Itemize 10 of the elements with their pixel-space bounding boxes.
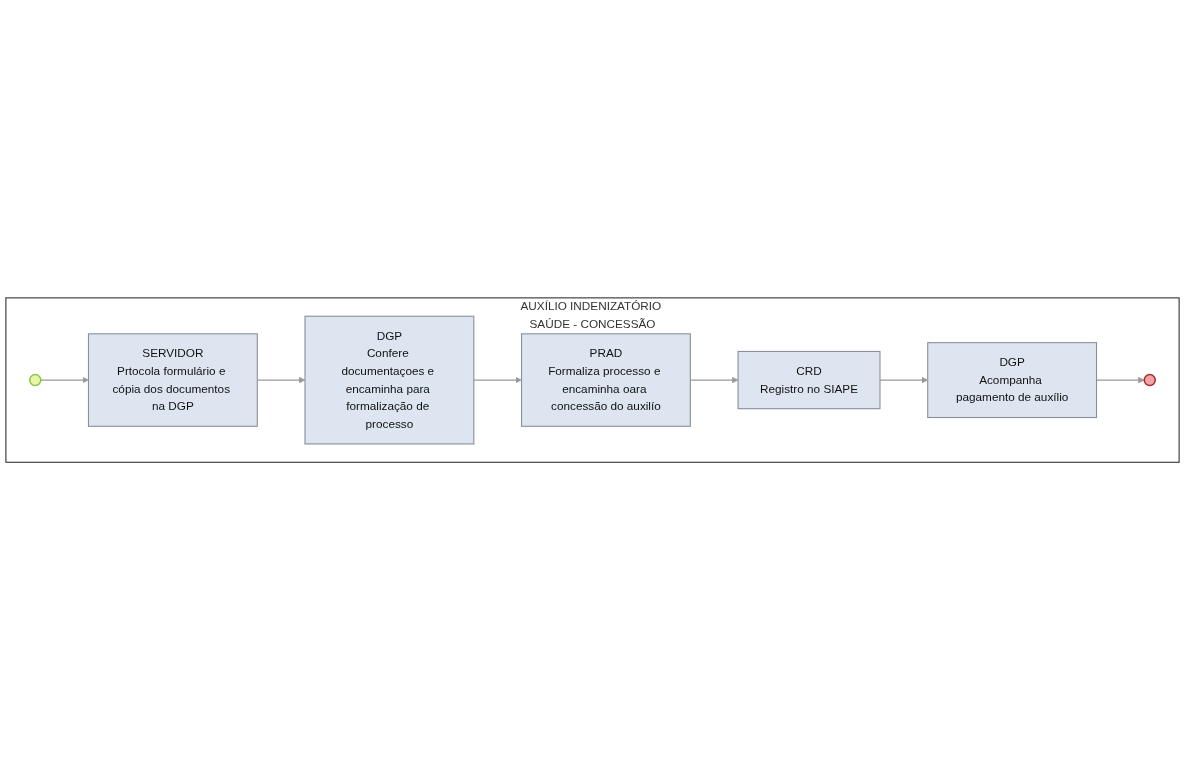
node-circle bbox=[29, 373, 42, 387]
node-box: DGP Confere documentaçoes e encaminha para formalização de processo bbox=[304, 315, 475, 445]
arrow bbox=[1096, 376, 1145, 384]
node-circle bbox=[1143, 373, 1156, 387]
node-box: DGP Acompanha pagamento de auxílio bbox=[927, 342, 1098, 418]
arrow bbox=[40, 376, 89, 384]
node-box: CRD Registro no SIAPE bbox=[737, 350, 881, 410]
node-box: PRAD Formaliza processo e encaminha oara concessão do auxilío bbox=[520, 333, 691, 427]
arrow bbox=[473, 376, 522, 384]
node-box: SERVIDOR Prtocola formulário e cópia dos documentos na DGP bbox=[87, 333, 258, 427]
